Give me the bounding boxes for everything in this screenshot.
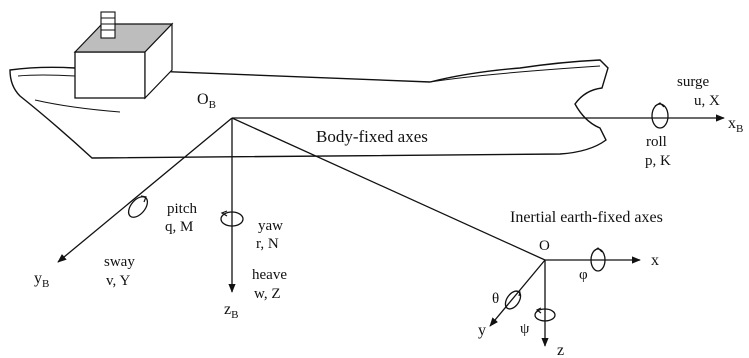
y-axis-label: y: [478, 322, 486, 339]
yaw-label: yaw: [258, 218, 283, 234]
roll-vars: p, K: [645, 153, 671, 169]
y-axis: [489, 259, 546, 327]
heave-label: heave: [252, 267, 287, 283]
body-axes-title: Body-fixed axes: [316, 127, 428, 146]
zB-axis-label: zB: [224, 301, 238, 321]
roll-label: roll: [646, 134, 667, 150]
z-axis-label: z: [557, 342, 564, 358]
sway-vars: v, Y: [106, 273, 130, 289]
inertial-origin-label: O: [539, 238, 550, 254]
body-axes: [57, 114, 725, 293]
surge-label: surge: [677, 74, 710, 90]
sway-label: sway: [104, 254, 135, 270]
deckhouse: [73, 11, 174, 100]
ship-hull: [9, 59, 609, 159]
yB-axis-label: yB: [34, 270, 49, 290]
pitch-rotation-icon: [127, 195, 149, 218]
theta-label: θ: [492, 291, 499, 307]
yaw-rotation-icon: [220, 210, 244, 227]
xB-axis-label: xB: [728, 115, 743, 135]
body-to-inertial-line: [231, 117, 546, 261]
inertial-axes: [489, 256, 641, 347]
yB-axis: [57, 117, 233, 263]
yaw-vars: r, N: [256, 236, 279, 252]
phi-rotation-icon: [590, 247, 606, 272]
body-origin-label: OB: [197, 91, 216, 111]
psi-label: ψ: [520, 321, 530, 337]
pitch-vars: q, M: [165, 219, 193, 235]
theta-rotation-icon: [504, 290, 522, 310]
roll-rotation-icon: [651, 102, 669, 129]
pitch-label: pitch: [167, 201, 197, 217]
phi-label: φ: [579, 267, 588, 283]
inertial-axes-title: Inertial earth-fixed axes: [510, 209, 663, 226]
surge-vars: u, X: [694, 93, 720, 109]
x-axis-label: x: [651, 252, 659, 269]
psi-rotation-icon: [534, 307, 556, 322]
heave-vars: w, Z: [254, 286, 281, 302]
